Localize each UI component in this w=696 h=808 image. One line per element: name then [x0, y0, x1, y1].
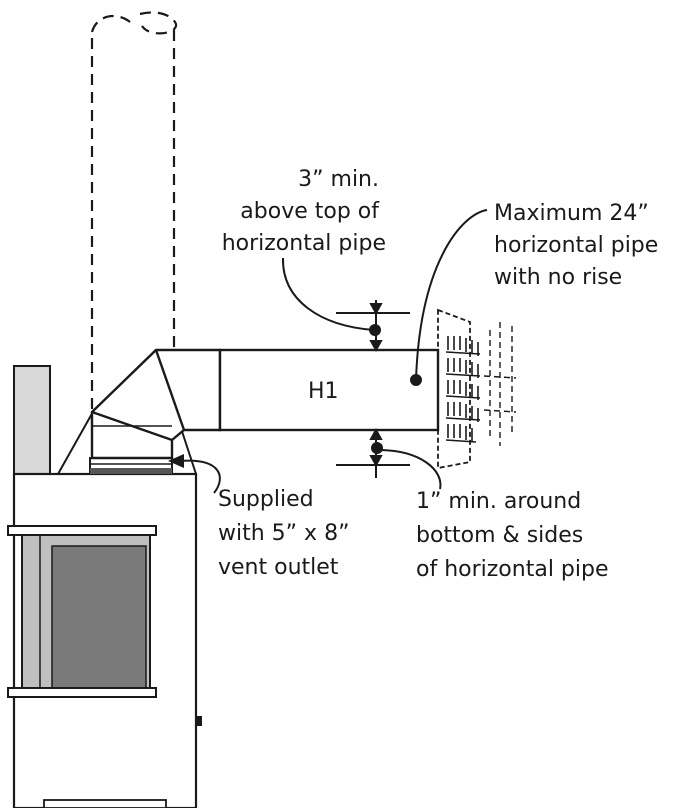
elbow-pipe [90, 348, 222, 460]
label-max-horizontal: Maximum 24” horizontal pipe with no rise [494, 201, 665, 290]
arrow-supplied [168, 454, 184, 468]
door-handle-top [7, 525, 157, 536]
dot-top-clearance [369, 324, 381, 336]
chimney-pipe-dashed [90, 11, 178, 420]
vent-outlet [89, 457, 173, 475]
leader-bottom-clearance [377, 449, 442, 490]
side-wall [13, 365, 51, 477]
door-handle-bottom [7, 687, 157, 698]
wall-thimble [437, 308, 517, 470]
leader-supplied [179, 459, 221, 494]
stove-glass [51, 545, 147, 691]
clearance-bottom-dimension [336, 427, 410, 478]
label-supplied: Supplied with 5” x 8” vent outlet [218, 487, 356, 580]
dot-bottom-clearance [371, 442, 383, 454]
label-clearance-top: 3” min. above top of horizontal pipe [222, 167, 386, 256]
horizontal-pipe-h1 [218, 348, 440, 432]
leader-max-horizontal [415, 209, 488, 381]
stove-body [7, 409, 202, 808]
pipe-label-h1: H1 [308, 379, 339, 404]
clearance-top-dimension [336, 300, 410, 353]
leader-top-clearance [281, 257, 375, 331]
leader-lines [179, 209, 488, 494]
dot-max-horizontal [410, 374, 422, 386]
label-clearance-bottom: 1” min. around bottom & sides of horizon… [416, 489, 609, 582]
